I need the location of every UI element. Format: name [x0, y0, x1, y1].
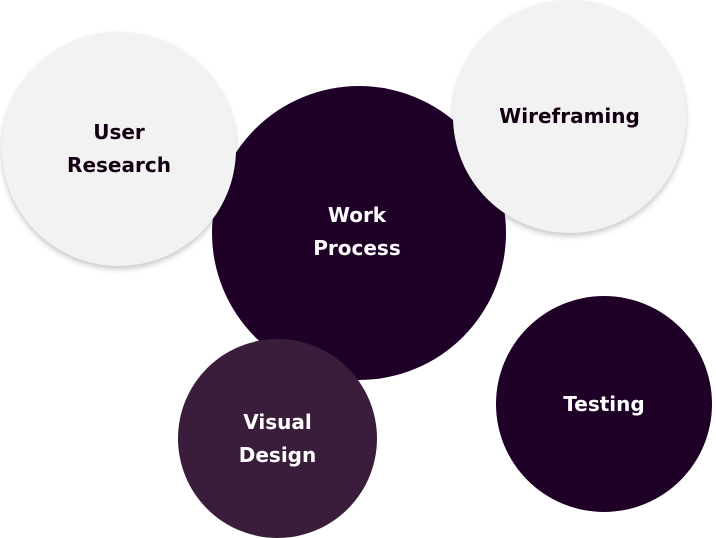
wireframing-label: Wireframing	[499, 100, 640, 133]
visual-design-label-line-1: Visual	[243, 409, 312, 434]
wireframing-bubble: Wireframing	[453, 0, 686, 233]
testing-label: Testing	[563, 388, 644, 421]
user-research-label-line-1: User	[93, 120, 145, 144]
testing-bubble: Testing	[496, 296, 712, 512]
user-research-label: User Research	[67, 116, 171, 182]
visual-design-label: Visual Design	[239, 406, 316, 472]
visual-design-label-line-2: Design	[238, 442, 317, 467]
work-process-label-line-2: Process	[313, 236, 401, 260]
visual-design-bubble: Visual Design	[178, 339, 377, 538]
wireframing-label-line-1: Wireframing	[499, 104, 640, 128]
user-research-bubble: User Research	[2, 32, 236, 266]
testing-label-line-1: Testing	[563, 391, 645, 416]
work-process-label: Work Process	[313, 199, 401, 265]
user-research-label-line-2: Research	[67, 153, 171, 177]
work-process-label-line-1: Work	[327, 203, 387, 227]
